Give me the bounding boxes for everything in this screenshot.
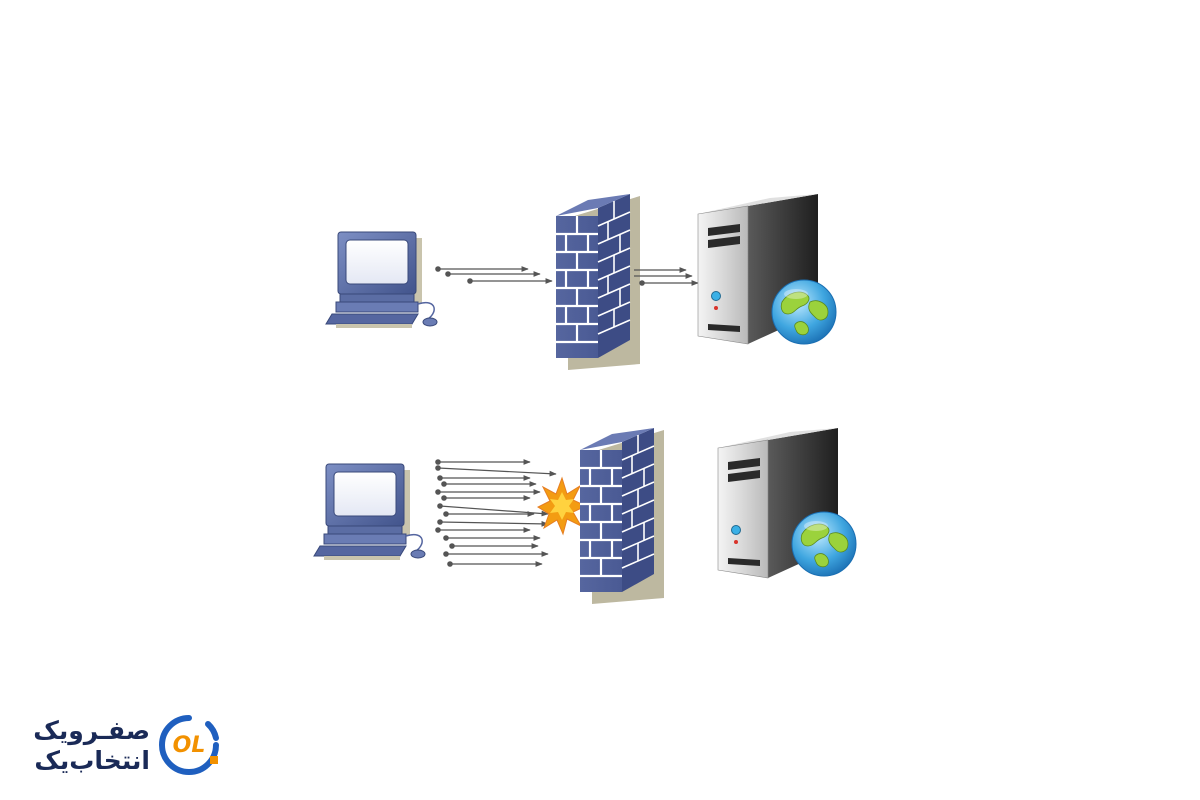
firewall-icon [554,192,642,372]
flood-arrow [437,467,557,477]
arrow-origin [441,495,447,501]
arrow-origin [449,543,455,549]
logo-ring-icon [159,715,219,775]
arrow-origin [441,481,447,487]
flood-arrow [439,521,549,527]
logo-text: صفـرویک انتخاب‌یک [33,716,150,776]
flood-arrow [439,505,549,517]
arrow-origin [639,280,645,286]
arrow-origin [435,489,441,495]
arrow-origin [443,511,449,517]
arrow-origin [467,278,473,284]
logo-line-2: انتخاب‌یک [34,746,150,775]
arrow-origin [443,551,449,557]
logo-mark-letters: OL [172,732,206,758]
arrow-origin [443,535,449,541]
explosion-core [550,492,574,520]
globe-icon [771,279,837,345]
firewall-icon [578,426,666,606]
arrow-origin [435,527,441,533]
arrow-origin [437,519,443,525]
logo-line-1: صفـرویک [33,716,150,745]
passed-arrows [634,267,699,286]
globe-icon [791,511,857,577]
computer-icon [325,231,438,329]
brand-logo[interactable]: صفـرویک انتخاب‌یک OL [30,712,220,782]
scenario-blocked [313,426,857,606]
scenario-allowed [325,192,837,372]
arrow-origin [437,503,443,509]
computer-icon [313,463,426,561]
flood-arrows [435,459,557,567]
arrow-origin [435,465,441,471]
arrow-origin [447,561,453,567]
logo-mark-icon: OL [158,714,220,776]
request-arrows-allowed [435,266,553,284]
arrow-origin [435,459,441,465]
arrow-origin [445,271,451,277]
arrow-origin [435,266,441,272]
arrow-origin [437,475,443,481]
